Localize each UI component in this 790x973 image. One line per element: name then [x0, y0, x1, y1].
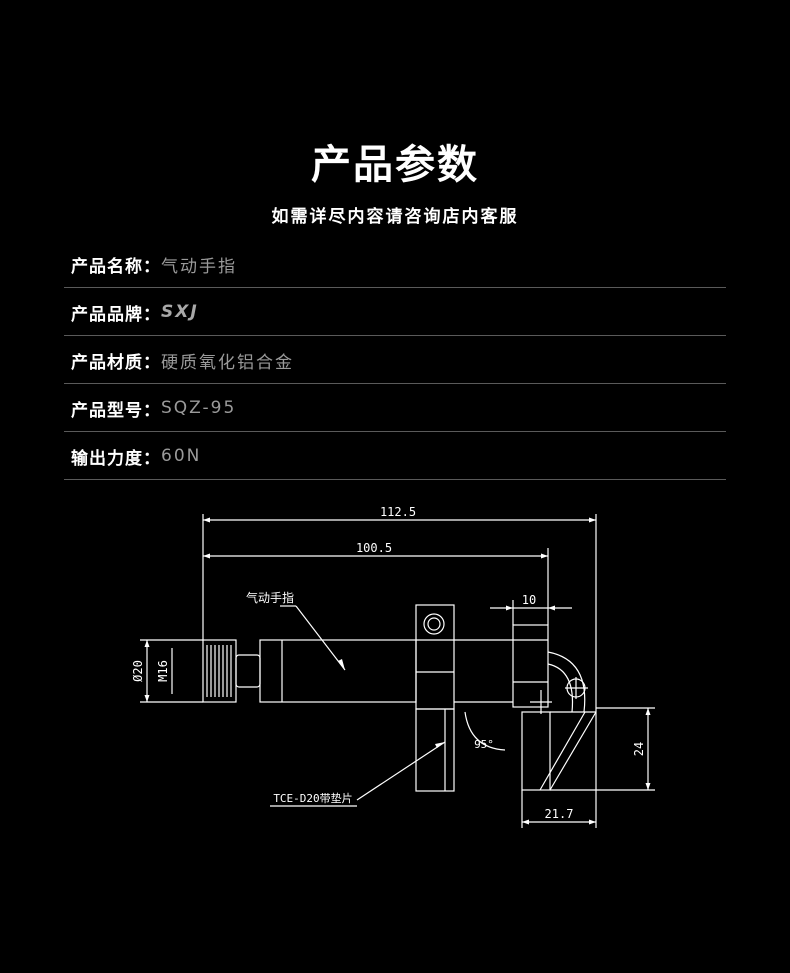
dim-width-label: 21.7: [545, 807, 574, 821]
spec-value: SQZ-95: [161, 398, 237, 418]
spec-value: SXJ: [161, 302, 199, 322]
spec-label: 产品材质：: [71, 352, 161, 373]
pivot-arc: [547, 651, 586, 713]
spec-label: 产品名称：: [71, 256, 161, 277]
jaw-hole: [423, 613, 445, 635]
page-title: 产品参数: [311, 142, 479, 188]
spec-row-model: 产品型号： SQZ-95: [64, 384, 726, 432]
dim-total-label: 112.5: [380, 505, 416, 519]
spec-row-force: 输出力度： 60N: [64, 432, 726, 480]
dim-thread-label: M16: [156, 660, 170, 682]
air-fitting: [235, 654, 261, 688]
angle-arc: [464, 711, 506, 751]
spec-row-material: 产品材质： 硬质氧化铝合金: [64, 336, 726, 384]
spec-list: 产品名称： 气动手指 产品品牌： SXJ 产品材质： 硬质氧化铝合金 产品型号：…: [64, 240, 726, 480]
spec-row-name: 产品名称： 气动手指: [64, 240, 726, 288]
spec-row-brand: 产品品牌： SXJ: [64, 288, 726, 336]
dim-height-label: 24: [632, 742, 646, 756]
clamp-lower: [521, 711, 551, 791]
callout-body-label: 气动手指: [246, 590, 294, 605]
dim-body-label: 100.5: [356, 541, 392, 555]
jaw-block: [415, 604, 455, 710]
spec-value: 硬质氧化铝合金: [161, 352, 294, 373]
clamp-slope: [549, 711, 597, 791]
right-jaw: [512, 624, 549, 708]
cylinder-body: [259, 639, 417, 703]
spec-label: 产品型号：: [71, 400, 161, 421]
leader-line-pad: [356, 741, 446, 801]
spec-label: 输出力度：: [71, 448, 161, 469]
callout-pad-label: TCE-D20带垫片: [273, 791, 352, 805]
leader-line-body: [295, 605, 346, 671]
angle-label: 95°: [474, 738, 494, 751]
spec-value: 气动手指: [161, 256, 237, 277]
dim-dia-label: Ø20: [131, 660, 145, 682]
pad-jaw: [415, 708, 455, 792]
page-subtitle: 如需详尽内容请咨询店内客服: [271, 207, 519, 227]
technical-drawing: 112.5 100.5 10 Ø20 M16 24 21.7 95° 气动手指 …: [131, 505, 655, 828]
spec-label: 产品品牌：: [71, 304, 161, 325]
dim-jaw-label: 10: [522, 593, 536, 607]
spec-value: 60N: [161, 446, 202, 466]
